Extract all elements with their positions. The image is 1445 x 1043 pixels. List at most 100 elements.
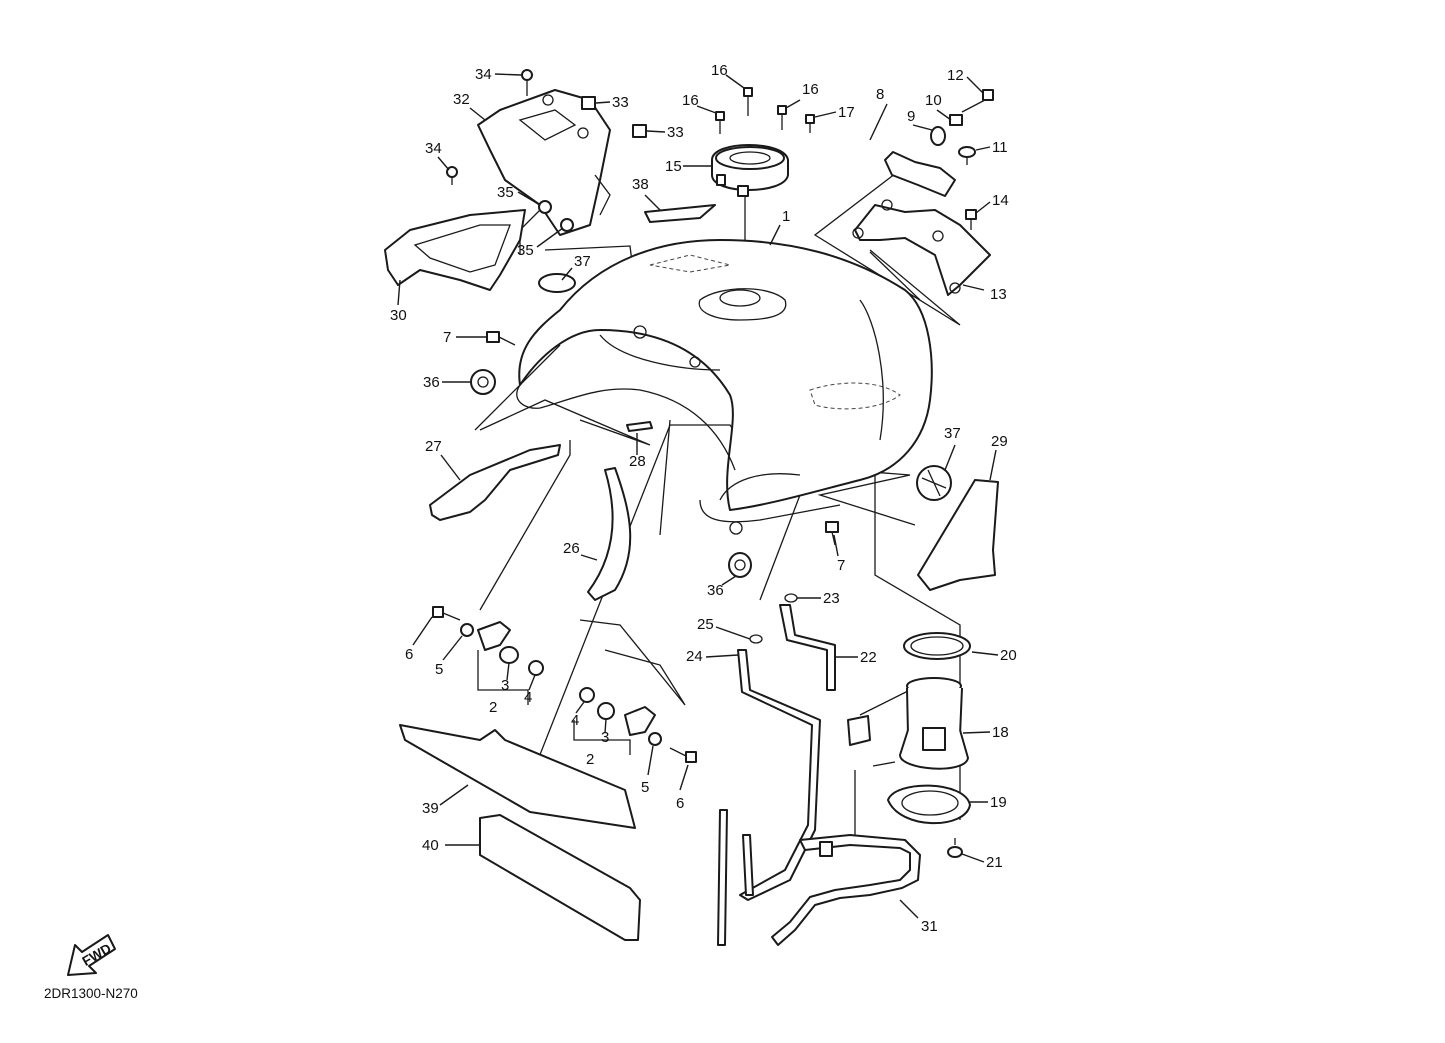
screw-34b: [446, 166, 458, 185]
leader-line-9: [912, 124, 933, 131]
bolt-16b: [715, 111, 725, 134]
bolt-4b: [579, 687, 595, 703]
fuel-cap-15: [711, 144, 789, 197]
grommet-35a: [538, 200, 552, 214]
leader-line-20: [971, 651, 999, 656]
leader-line-33: [595, 101, 611, 104]
hose-24: [737, 649, 821, 901]
bracket-32: [477, 89, 611, 236]
damper-2b: [624, 706, 656, 736]
bolt-16c: [777, 105, 787, 130]
leader-line-16: [696, 105, 717, 114]
callout-36: 36: [423, 374, 440, 391]
bolt-14: [965, 209, 977, 230]
callout-24: 24: [686, 648, 703, 665]
callout-22: 22: [860, 649, 877, 666]
clip-23: [784, 593, 798, 603]
callout-2: 2: [489, 699, 497, 716]
callout-9: 9: [907, 108, 915, 125]
collar-3b: [597, 702, 615, 720]
callout-37: 37: [574, 253, 591, 270]
hose-connector: [819, 841, 833, 857]
leader-line-18: [962, 731, 991, 734]
callout-33: 33: [612, 94, 629, 111]
leader-line-5: [647, 745, 654, 776]
leader-line-3: [506, 662, 510, 681]
callout-1: 1: [782, 208, 790, 225]
leader-line-26: [580, 554, 598, 561]
leader-line-39: [439, 784, 469, 806]
callout-31: 31: [921, 918, 938, 935]
fuel-hose-31: [771, 834, 921, 946]
damper-set-right: [573, 687, 697, 763]
callout-6: 6: [405, 646, 413, 663]
callout-17: 17: [838, 104, 855, 121]
leader-line-3: [604, 718, 607, 734]
bolt-6b: [669, 747, 697, 763]
leader-line-38: [644, 194, 661, 211]
leader-line-16: [725, 74, 745, 89]
leader-line-25: [715, 626, 751, 640]
callout-6: 6: [676, 795, 684, 812]
leader-line-35: [517, 191, 541, 206]
collar-10: [949, 114, 963, 126]
fuel-pump-18: [847, 677, 969, 770]
screw-34a: [521, 69, 533, 96]
callout-23: 23: [823, 590, 840, 607]
diagram-code: 2DR1300-N270: [44, 986, 138, 1001]
callout-14: 14: [992, 192, 1009, 209]
leader-line-5: [442, 635, 463, 661]
pad-40: [479, 814, 641, 941]
leader-line-21: [961, 853, 985, 863]
damper-9: [930, 126, 946, 146]
callout-34: 34: [475, 66, 492, 83]
leader-line-37: [944, 444, 956, 471]
leader-line-33: [646, 130, 666, 133]
callout-7: 7: [837, 557, 845, 574]
side-cover-29: [917, 479, 999, 591]
callout-35: 35: [517, 242, 534, 259]
bolt-4a: [528, 660, 544, 676]
leader-line-27: [440, 454, 461, 481]
leader-line-31: [899, 899, 919, 919]
plate-19: [887, 784, 971, 825]
leader-line-17: [814, 111, 837, 118]
cover-39: [399, 724, 636, 829]
clip-33a: [581, 96, 596, 110]
callout-30: 30: [390, 307, 407, 324]
callout-15: 15: [665, 158, 682, 175]
emblem-37-left: [538, 273, 576, 293]
leader-line-30: [397, 279, 401, 306]
callout-4: 4: [524, 689, 532, 706]
bolt-7a: [486, 331, 516, 346]
bolt-12: [961, 89, 994, 113]
bolt-17: [805, 114, 815, 133]
grommet-35b: [560, 218, 574, 232]
callout-36: 36: [707, 582, 724, 599]
callout-32: 32: [453, 91, 470, 108]
callout-5: 5: [641, 779, 649, 796]
callout-5: 5: [435, 661, 443, 678]
callout-7: 7: [443, 329, 451, 346]
collar-3a: [499, 646, 519, 664]
emblem-37-right: [916, 465, 952, 501]
strip-26: [587, 467, 632, 601]
holder-8: [884, 151, 956, 197]
leader-line-11: [975, 146, 991, 151]
leader-line-6: [679, 764, 689, 791]
bolt-21: [947, 838, 963, 858]
leader-line-37: [561, 267, 573, 281]
leader-line-6: [412, 616, 433, 646]
callout-2: 2: [586, 751, 594, 768]
grommet-36a: [470, 369, 496, 395]
leader-line-34: [494, 73, 522, 76]
callout-18: 18: [992, 724, 1009, 741]
callout-19: 19: [990, 794, 1007, 811]
callout-38: 38: [632, 176, 649, 193]
leader-lines: [397, 73, 999, 919]
callout-26: 26: [563, 540, 580, 557]
fwd-arrow-icon: FWD: [67, 934, 116, 976]
leader-line-1: [769, 224, 781, 246]
hose-22: [779, 604, 836, 691]
